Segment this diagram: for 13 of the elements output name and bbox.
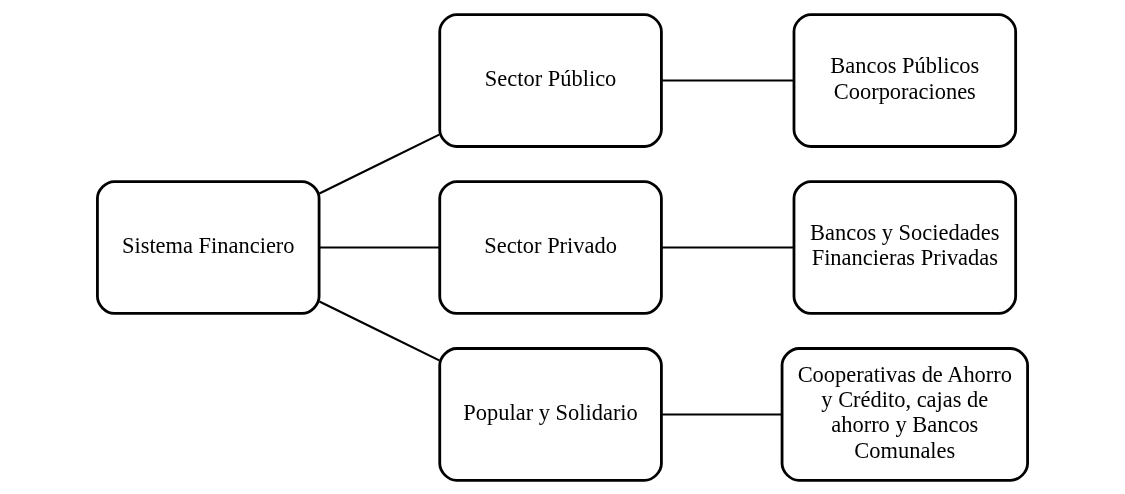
connector xyxy=(318,133,440,194)
node-box: Bancos Públicos Coorporaciones xyxy=(792,12,1018,148)
node-box: Sector Privado xyxy=(438,179,663,315)
node-box: Sistema Financiero xyxy=(96,179,321,315)
connector xyxy=(661,412,782,415)
node-box: Popular y Solidario xyxy=(438,346,663,482)
connector xyxy=(661,79,794,82)
node-box: Bancos y Sociedades Financieras Privadas xyxy=(792,179,1018,315)
connector xyxy=(661,245,794,249)
connector xyxy=(319,245,440,249)
connector xyxy=(318,300,440,361)
node-box: Cooperativas de Ahorro y Crédito, cajas de ahorro y Bancos Comunales xyxy=(780,346,1029,482)
node-box: Sector Público xyxy=(438,12,663,148)
